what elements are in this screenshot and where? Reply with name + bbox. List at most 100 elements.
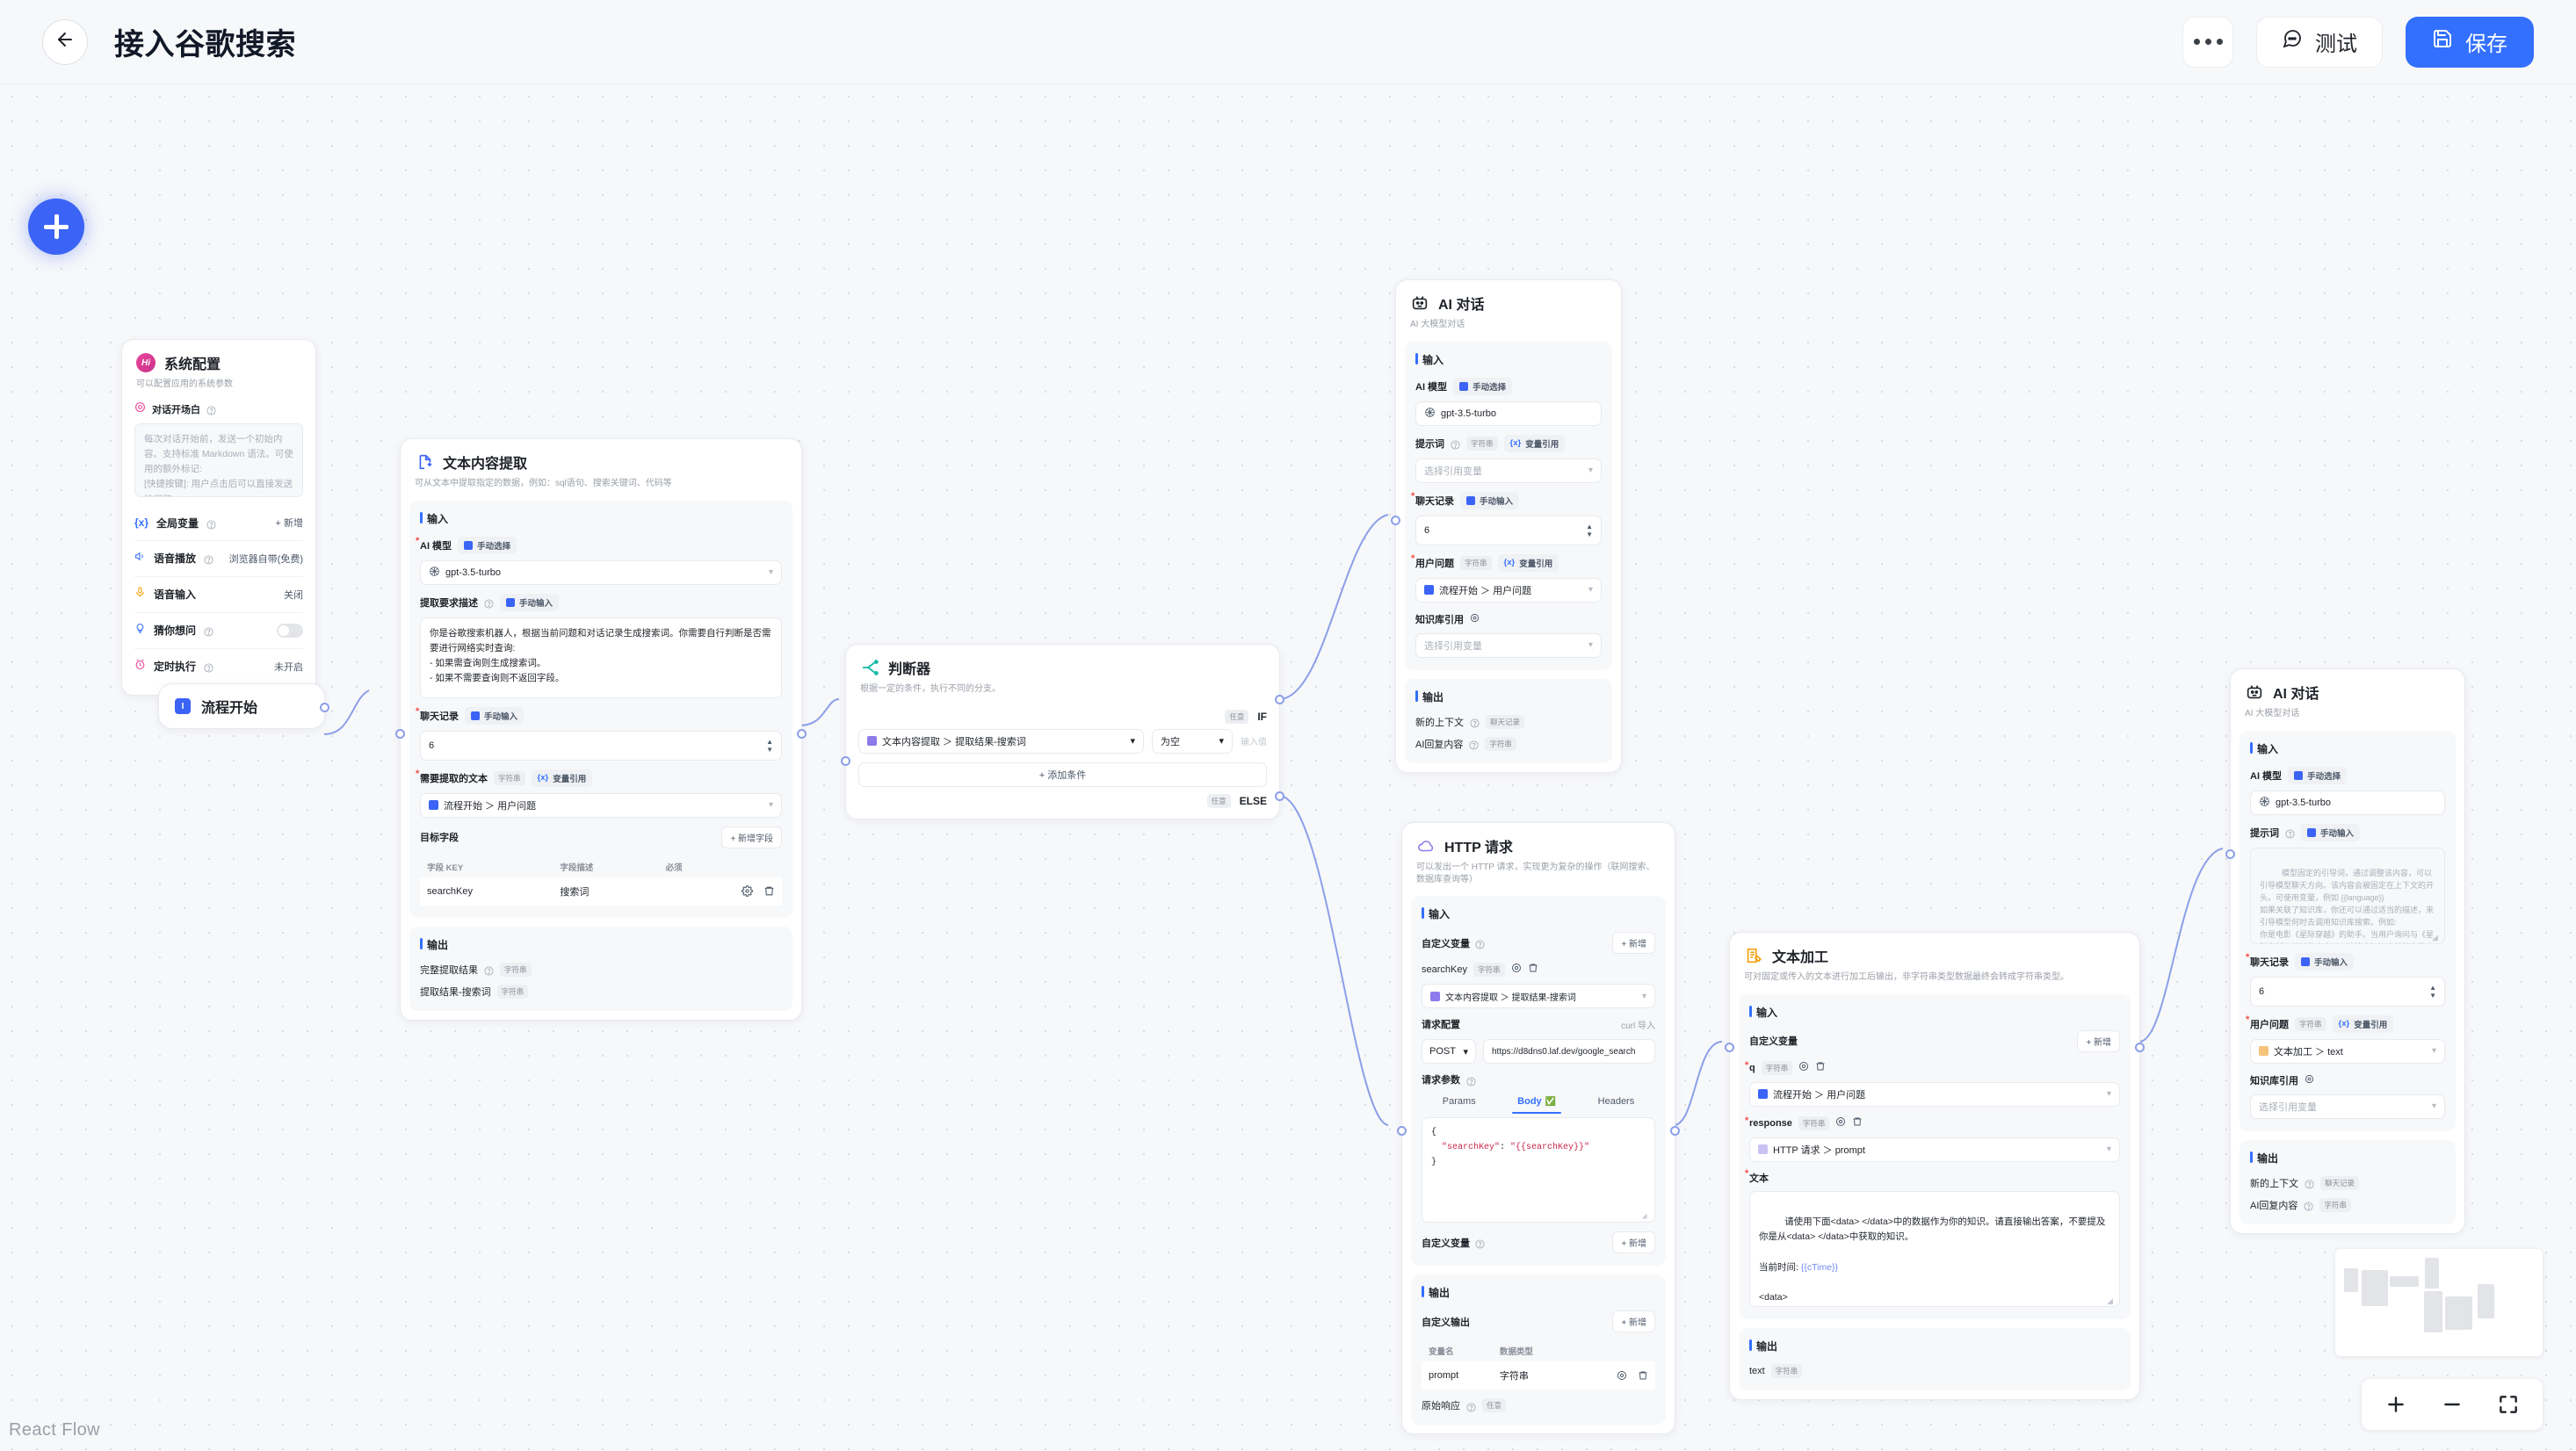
manual-input-chip[interactable]: 手动输入 (1460, 491, 1520, 509)
prompt-select[interactable]: 选择引用变量 ▾ (1415, 458, 1602, 483)
trash-icon[interactable] (756, 885, 775, 896)
node-text-process[interactable]: 文本加工 可对固定或传入的文本进行加工后输出，非字符串类型数据最终会转成字符串类… (1725, 932, 2145, 1400)
tab-params[interactable]: Params (1442, 1096, 1476, 1107)
help-icon[interactable] (1470, 717, 1480, 728)
input-handle[interactable] (841, 756, 850, 766)
if-output-handle[interactable] (1275, 695, 1284, 704)
resize-handle[interactable]: ◢ (2432, 932, 2438, 942)
help-icon[interactable] (484, 964, 494, 976)
chatlog-number-input[interactable]: 6 ▲▼ (1415, 515, 1602, 545)
more-options-button[interactable] (2182, 16, 2233, 68)
model-select[interactable]: gpt-3.5-turbo (1415, 401, 1602, 426)
add-field-button[interactable]: + 新增字段 (721, 826, 782, 848)
help-icon[interactable] (204, 553, 213, 565)
user-question-select[interactable]: 流程开始 ＞ 用户问题 ▾ (1415, 577, 1602, 603)
save-button[interactable]: 保存 (2406, 16, 2534, 68)
gear-icon[interactable] (2305, 1072, 2314, 1088)
node-judge[interactable]: 判断器 根据一定的条件，执行不同的分支。 任意 IF 文本内容提取 ＞ 提取结果… (841, 644, 1284, 819)
gear-icon[interactable] (1511, 962, 1522, 978)
sys-value-add-global-variable[interactable]: + 新增 (275, 518, 303, 529)
sys-row-guess-question[interactable]: 猜你想问 (134, 613, 303, 649)
input-handle[interactable] (1725, 1043, 1734, 1052)
manual-input-chip[interactable]: 手动输入 (2301, 823, 2361, 841)
node-system-config[interactable]: Hi 系统配置 可以配置应用的系统参数 对话开场白 每次对话开始前，发送一个初始… (121, 339, 316, 696)
fit-view-button[interactable] (2495, 1391, 2522, 1418)
add-variable-button[interactable]: + 新增 (2077, 1029, 2120, 1052)
var-response-select[interactable]: HTTP 请求 ＞ prompt ▾ (1749, 1137, 2120, 1162)
manual-select-chip[interactable]: 手动选择 (1453, 377, 1513, 395)
model-select[interactable]: gpt-3.5-turbo (2250, 790, 2445, 815)
back-button[interactable] (42, 18, 88, 65)
sys-row-voice-playback[interactable]: 语音播放 浏览器自带(免费) (134, 541, 303, 577)
help-icon[interactable] (206, 518, 216, 530)
input-handle[interactable] (2225, 849, 2235, 859)
trash-icon[interactable] (1528, 962, 1538, 978)
output-handle[interactable] (320, 703, 329, 712)
help-icon[interactable] (484, 597, 494, 609)
prompt-textarea[interactable]: 模型固定的引导词，通过调整该内容，可以引导模型聊天方向。该内容会被固定在上下文的… (2250, 847, 2445, 944)
add-variable-button[interactable]: + 新增 (1612, 932, 1655, 954)
url-input[interactable]: https://d8dns0.laf.dev/google_search (1483, 1039, 1655, 1064)
kb-select[interactable]: 选择引用变量 ▾ (2250, 1094, 2445, 1119)
extract-req-textarea[interactable]: 你是谷歌搜索机器人，根据当前问题和对话记录生成搜索词。你需要自行判断是否需要进行… (420, 617, 782, 698)
body-code-editor[interactable]: { "searchKey": "{{searchKey}}" }◢ (1422, 1117, 1655, 1223)
condition-value-input[interactable]: 输入值 (1241, 738, 1267, 747)
table-row[interactable]: searchKey 搜索词 (420, 877, 782, 906)
searchkey-select[interactable]: 文本内容提取 ＞ 提取结果-搜索词 ▾ (1422, 984, 1655, 1008)
node-flow-start[interactable]: I 流程开始 (158, 683, 329, 729)
resize-handle[interactable]: ◢ (2107, 1296, 2113, 1305)
trash-icon[interactable] (1852, 1115, 1863, 1131)
sys-row-voice-input[interactable]: 语音输入 关闭 (134, 577, 303, 613)
gear-icon[interactable] (1798, 1060, 1809, 1076)
minimap[interactable] (2335, 1249, 2543, 1356)
add-variable-button-2[interactable]: + 新增 (1612, 1231, 1655, 1253)
trash-icon[interactable] (1630, 1370, 1648, 1381)
help-icon[interactable] (1475, 938, 1485, 949)
input-handle[interactable] (395, 729, 405, 739)
curl-import-button[interactable]: curl 导入 (1621, 1021, 1655, 1031)
help-icon[interactable] (204, 625, 213, 637)
output-handle[interactable] (797, 729, 807, 739)
gear-icon[interactable] (1835, 1115, 1846, 1131)
node-ai-chat-top[interactable]: AI 对话 AI 大模型对话 输入 AI 模型 手动选择 g (1391, 279, 1622, 773)
sys-row-scheduled-execution[interactable]: 定时执行 未开启 (134, 649, 303, 684)
add-node-button[interactable] (28, 199, 84, 255)
resize-handle[interactable]: ◢ (1642, 1212, 1647, 1221)
tab-headers[interactable]: Headers (1597, 1096, 1635, 1107)
help-icon[interactable] (2305, 1178, 2314, 1189)
table-row[interactable]: prompt 字符串 (1422, 1361, 1655, 1390)
test-button[interactable]: 测试 (2256, 16, 2383, 68)
node-ai-chat-right[interactable]: AI 对话 AI 大模型对话 输入 AI 模型 手动选择 g (2225, 668, 2465, 1234)
trash-icon[interactable] (1815, 1060, 1826, 1076)
help-icon[interactable] (1466, 1075, 1476, 1086)
condition-operator-select[interactable]: 为空 ▾ (1152, 728, 1233, 754)
opening-textarea[interactable]: 每次对话开始前，发送一个初始内容。支持标准 Markdown 语法。可使用的额外… (134, 422, 303, 497)
condition-variable-select[interactable]: 文本内容提取 ＞ 提取结果-搜索词 ▾ (858, 728, 1144, 754)
zoom-out-button[interactable] (2439, 1391, 2465, 1418)
help-icon[interactable] (1466, 1401, 1476, 1412)
var-ref-chip[interactable]: {x} 变量引用 (1497, 553, 1559, 572)
node-http-request[interactable]: HTTP 请求 可以发出一个 HTTP 请求，实现更为复杂的操作（联网搜索、数据… (1397, 822, 1680, 1434)
text-template-editor[interactable]: 请使用下面<data> </data>中的数据作为你的知识。请直接输出答案，不要… (1749, 1190, 2120, 1307)
help-icon[interactable] (204, 661, 213, 673)
output-handle[interactable] (2135, 1043, 2145, 1052)
gear-icon[interactable] (1609, 1370, 1627, 1381)
gear-icon[interactable] (1470, 611, 1480, 627)
help-icon[interactable] (2285, 827, 2295, 839)
manual-input-chip[interactable]: 手动输入 (500, 593, 560, 611)
manual-input-chip[interactable]: 手动输入 (465, 706, 525, 725)
node-text-extract[interactable]: 文本内容提取 可从文本中提取指定的数据，例如：sql语句、搜索关键词、代码等 输… (395, 438, 807, 1021)
chatlog-number-input[interactable]: 6 ▲▼ (2250, 976, 2445, 1007)
manual-select-chip[interactable]: 手动选择 (2288, 766, 2348, 784)
zoom-in-button[interactable] (2383, 1391, 2409, 1418)
else-output-handle[interactable] (1275, 791, 1284, 801)
model-select[interactable]: gpt-3.5-turbo ▾ (420, 559, 782, 585)
var-q-select[interactable]: 流程开始 ＞ 用户问题 ▾ (1749, 1081, 2120, 1107)
sys-row-global-variable[interactable]: {x} 全局变量 + 新增 (134, 506, 303, 541)
help-icon[interactable] (206, 404, 216, 415)
var-ref-chip[interactable]: {x} 变量引用 (531, 769, 593, 787)
flow-canvas[interactable]: React Flow Hi 系统配置 可以配置应用的系统参数 (0, 84, 2576, 1451)
var-ref-chip[interactable]: {x} 变量引用 (1503, 434, 1566, 452)
number-stepper[interactable]: ▲▼ (766, 737, 773, 754)
manual-select-chip[interactable]: 手动选择 (458, 536, 517, 554)
